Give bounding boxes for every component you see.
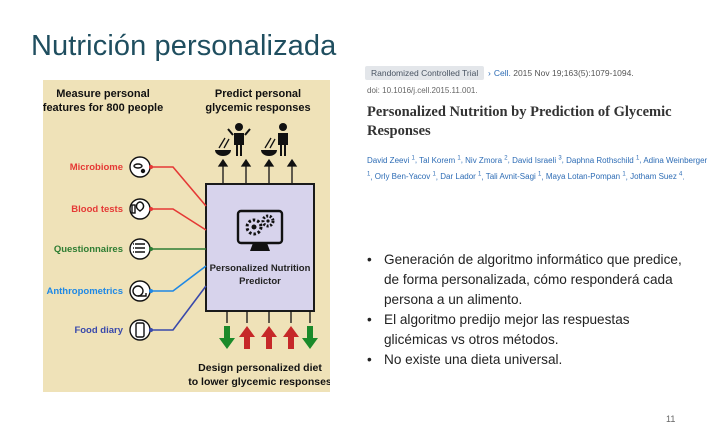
feature-label-blood-tests: Blood tests <box>71 204 123 215</box>
connector-dots <box>149 165 153 332</box>
food-bowl-icon <box>215 137 231 156</box>
predictor-label-line-2: Predictor <box>239 276 281 287</box>
author-link[interactable]: Dar Lador 1 <box>440 171 482 182</box>
author-link[interactable]: Daphna Rothschild 1 <box>566 155 640 165</box>
blood-tests-icon <box>129 198 151 220</box>
feature-label-anthropometrics: Anthropometrics <box>46 286 123 297</box>
author-link[interactable]: Tal Korem 1 <box>419 155 461 165</box>
author-link[interactable]: Maya Lotan-Pompan 1 <box>545 171 626 182</box>
chevron-right-icon: › <box>488 68 491 78</box>
author-list: David Zeevi 1, Tal Korem 1, Niv Zmora 2,… <box>367 155 708 182</box>
citation-details: 2015 Nov 19;163(5):1079-1094. <box>510 68 634 78</box>
bullet-item: No existe una dieta universal. <box>366 350 696 370</box>
citation: ›Cell. 2015 Nov 19;163(5):1079-1094. <box>488 68 634 78</box>
paper-title: Personalized Nutrition by Prediction of … <box>367 104 672 139</box>
article-type-badge[interactable]: Randomized Controlled Trial <box>365 66 485 80</box>
output-lines <box>226 311 311 323</box>
measuring-tape-icon <box>129 280 151 302</box>
output-arrows <box>219 326 318 349</box>
slide-title: Nutrición personalizada <box>31 30 337 62</box>
bullet-item: Generación de algoritmo informático que … <box>366 250 696 310</box>
author-link[interactable]: Jotham Suez 4 <box>630 171 683 182</box>
questionnaire-icon <box>129 238 151 260</box>
study-figure: Measure personal features for 800 people… <box>43 80 330 392</box>
up-arrow-icon <box>261 326 277 349</box>
footer-line-2: to lower glycemic responses <box>188 376 330 388</box>
up-arrow-icon <box>283 326 299 349</box>
predictor-label-line-1: Personalized Nutrition <box>210 263 311 274</box>
feature-label-microbiome: Microbiome <box>70 162 123 173</box>
left-header-line-1: Measure personal <box>56 88 150 100</box>
journal-link[interactable]: Cell. <box>493 68 511 78</box>
author-link[interactable]: David Israeli 3 <box>512 155 562 165</box>
right-header-line-2: glycemic responses <box>205 102 310 114</box>
author-link[interactable]: Niv Zmora 2 <box>465 155 508 165</box>
author-link[interactable]: David Zeevi 1 <box>367 155 415 165</box>
input-arrows <box>217 158 298 184</box>
study-diagram: Measure personal features for 800 people… <box>43 88 330 388</box>
feature-label-questionnaires: Questionnaires <box>54 244 123 255</box>
bullet-item: El algoritmo predijo mejor las respuesta… <box>366 310 696 350</box>
up-arrow-icon <box>239 326 255 349</box>
author-link[interactable]: Tali Avnit-Sagi 1 <box>485 171 542 182</box>
person-icon <box>227 123 251 156</box>
microbiome-icon <box>129 156 151 178</box>
footer-line-1: Design personalized diet <box>198 362 322 374</box>
left-header-line-2: features for 800 people <box>43 102 163 114</box>
food-bowl-icon <box>261 137 277 156</box>
phone-icon <box>129 319 151 341</box>
author-link[interactable]: Orly Ben-Yacov 1 <box>374 171 436 182</box>
down-arrow-icon <box>302 326 318 349</box>
feature-connectors <box>151 166 207 331</box>
person-icon <box>278 123 288 156</box>
bullet-list: Generación de algoritmo informático que … <box>366 250 696 370</box>
computer-gears-icon <box>236 209 284 251</box>
right-header-line-1: Predict personal <box>215 88 301 100</box>
author-link[interactable]: Adina Weinberger 1 <box>367 155 708 178</box>
page-number: 11 <box>666 414 676 424</box>
down-arrow-icon <box>219 326 235 349</box>
doi: doi: 10.1016/j.cell.2015.11.001. <box>367 86 478 95</box>
feature-icons <box>129 156 151 341</box>
feature-label-food-diary: Food diary <box>74 325 123 336</box>
